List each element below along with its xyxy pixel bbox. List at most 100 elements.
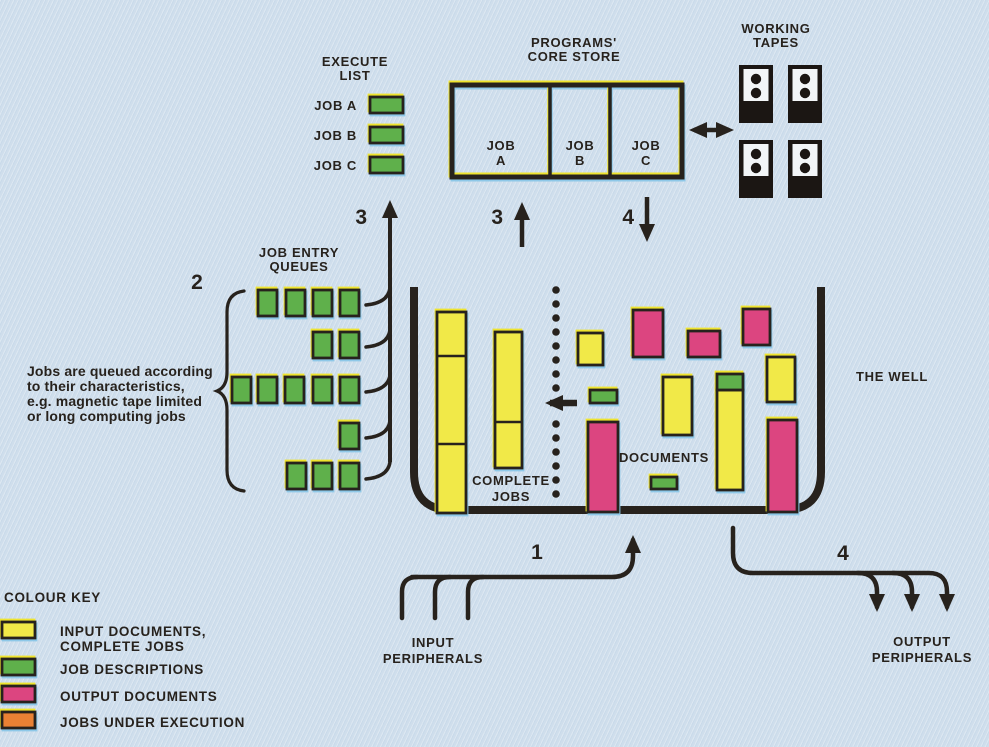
job-description-chip	[338, 288, 361, 318]
step-number-output: 4	[837, 542, 849, 565]
well-contents	[435, 307, 799, 515]
svg-text:C: C	[641, 153, 651, 168]
job-description-chip	[338, 330, 361, 360]
job-description-chip	[338, 421, 361, 451]
svg-text:B: B	[575, 153, 585, 168]
svg-text:Jobs are queued according: Jobs are queued according	[27, 363, 213, 379]
input-peripherals-label-line2: PERIPHERALS	[383, 651, 483, 666]
complete-jobs-stack	[435, 310, 468, 515]
well-dotted-divider	[552, 286, 560, 498]
tape-drive-icon	[788, 65, 822, 123]
step-number-execute: 3	[355, 206, 367, 229]
working-tapes: WORKING TAPES	[689, 21, 822, 198]
queue-collector-hooks	[364, 286, 392, 481]
complete-jobs-label-line2: JOBS	[492, 489, 530, 504]
well-label: THE WELL	[856, 369, 928, 384]
core-store-box	[449, 82, 685, 180]
job-description-chip	[649, 475, 679, 491]
execute-list: EXECUTE LIST JOB A JOB B JOB C	[314, 54, 405, 175]
execute-list-title-line2: LIST	[340, 68, 371, 83]
well-to-output-line	[730, 525, 955, 612]
execute-list-job-chips	[368, 95, 405, 175]
input-line	[432, 574, 453, 621]
working-tapes-title-line1: WORKING	[741, 21, 810, 36]
complete-jobs-stack	[493, 330, 524, 470]
input-peripherals: 1 INPUT PERIPHERALS	[383, 535, 641, 666]
tape-drive-icon	[739, 65, 773, 123]
working-tapes-title-line2: TAPES	[753, 35, 799, 50]
svg-text:to their characteristics,: to their characteristics,	[27, 378, 185, 394]
output-document	[586, 420, 620, 514]
queue-group-brace	[212, 289, 246, 493]
job-description-chip	[588, 388, 619, 405]
core-store-title-line2: CORE STORE	[528, 49, 621, 64]
input-document	[715, 388, 745, 492]
core-store: PROGRAMS' CORE STORE JOB A JOB B JOB C	[449, 35, 685, 180]
output-branch-arrow	[890, 570, 920, 612]
job-description-chip	[311, 330, 334, 360]
colour-key-title: COLOUR KEY	[4, 590, 101, 605]
queue-job-chips	[230, 288, 361, 491]
job-description-chip	[338, 461, 361, 491]
step-number-unload: 4	[622, 206, 634, 229]
input-line	[465, 574, 486, 621]
job-description-chip	[311, 461, 334, 491]
the-well: THE WELL	[410, 286, 928, 515]
core-store-job-c: JOB	[632, 138, 661, 153]
key-label: JOB DESCRIPTIONS	[60, 662, 204, 677]
job-description-chip	[368, 155, 405, 175]
execute-list-item-label: JOB C	[314, 158, 357, 173]
job-description-chip	[284, 288, 307, 318]
queues-title-line1: JOB ENTRY	[259, 245, 339, 260]
complete-jobs-label-line1: COMPLETE	[472, 473, 550, 488]
queues-title-line2: QUEUES	[269, 259, 328, 274]
svg-text:or long computing jobs: or long computing jobs	[27, 408, 186, 424]
core-store-job-b: JOB	[566, 138, 595, 153]
svg-text:A: A	[496, 153, 506, 168]
output-document	[741, 307, 772, 347]
key-swatch-yellow	[0, 620, 37, 640]
key-swatch-green	[0, 657, 37, 677]
input-document	[765, 355, 797, 404]
job-description-chip	[283, 375, 306, 405]
job-description-chip	[285, 461, 308, 491]
step-number-load: 3	[491, 206, 503, 229]
svg-text:e.g. magnetic tape limited: e.g. magnetic tape limited	[27, 393, 202, 409]
job-description-chip	[311, 375, 334, 405]
input-document	[576, 331, 605, 367]
output-document	[686, 329, 722, 359]
key-label: JOBS UNDER EXECUTION	[60, 715, 245, 730]
core-store-title-line1: PROGRAMS'	[531, 35, 617, 50]
key-swatch-pink	[0, 684, 37, 704]
output-document	[631, 308, 665, 359]
execute-list-item-label: JOB A	[314, 98, 357, 113]
output-peripherals-label-line2: PERIPHERALS	[872, 650, 972, 665]
job-description-chip	[256, 375, 279, 405]
execute-list-item-label: JOB B	[314, 128, 357, 143]
execute-list-title-line1: EXECUTE	[322, 54, 388, 69]
job-entry-queues: JOB ENTRY QUEUES 2	[27, 245, 392, 493]
queue-note: Jobs are queued according to their chara…	[27, 363, 213, 424]
key-label: OUTPUT DOCUMENTS	[60, 689, 217, 704]
output-peripherals: 4 OUTPUT PERIPHERALS	[730, 525, 972, 665]
colour-key: COLOUR KEY INPUT DOCUMENTS, COMPLETE JOB…	[0, 590, 245, 730]
documents-label: DOCUMENTS	[619, 450, 709, 465]
job-description-chip	[368, 125, 405, 145]
input-peripherals-label-line1: INPUT	[412, 635, 455, 650]
tape-drive-icon	[788, 140, 822, 198]
job-description-chip	[311, 288, 334, 318]
input-line	[399, 574, 420, 621]
core-store-job-a: JOB	[487, 138, 516, 153]
job-description-chip	[715, 372, 745, 392]
key-label: INPUT DOCUMENTS,	[60, 624, 206, 639]
input-to-well-arrow	[409, 535, 641, 580]
job-description-chip	[368, 95, 405, 115]
tape-drive-icon	[739, 140, 773, 198]
job-description-chip	[230, 375, 253, 405]
job-description-chip	[256, 288, 279, 318]
step-number-input: 1	[531, 541, 543, 564]
key-swatch-orange	[0, 710, 37, 730]
output-branch-arrow	[855, 570, 885, 612]
